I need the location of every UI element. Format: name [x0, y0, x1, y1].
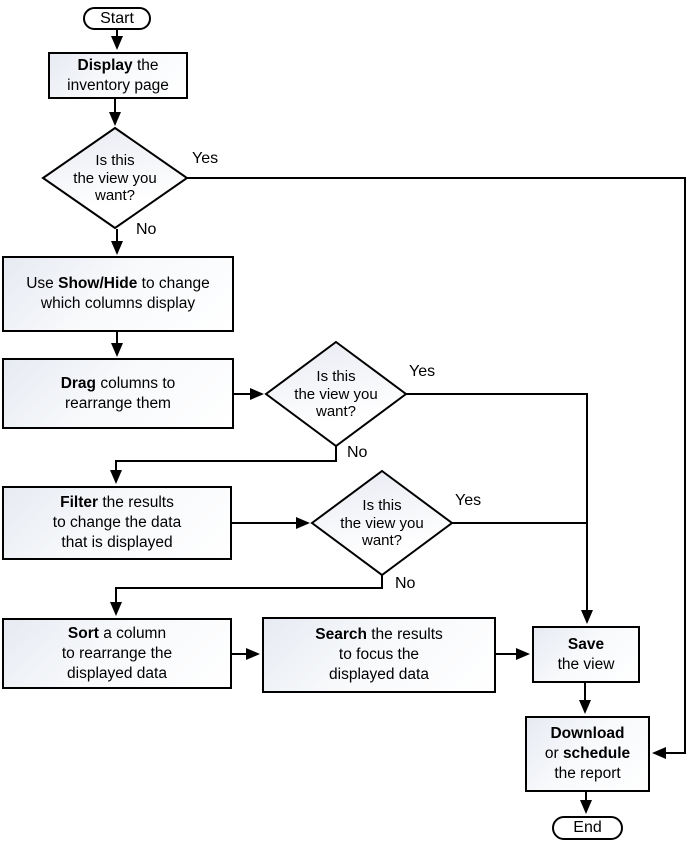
download-step-box: Download or schedule the report — [525, 716, 650, 792]
show-hide-step-line2: which columns display — [40, 295, 196, 312]
start-terminator: Start — [83, 7, 151, 30]
decision2-yes-label: Yes — [409, 363, 436, 380]
decision1-no-label: No — [136, 221, 157, 238]
edge-decision2-no-to-filter — [110, 446, 337, 484]
decision3-diamond — [310, 469, 454, 577]
display-step-box: Display the inventory page — [48, 52, 188, 99]
drag-step-box: Drag columns to rearrange them — [2, 358, 234, 429]
show-hide-step-line1: Use Show/Hide to change — [26, 275, 210, 292]
edge-decision2-yes-to-save — [406, 393, 593, 624]
drag-step-line2: rearrange them — [65, 394, 171, 412]
end-terminator: End — [552, 816, 623, 840]
start-label: Start — [100, 9, 134, 27]
display-step-line1: Display the — [77, 56, 159, 74]
show-hide-step-box: Use Show/Hide to change which columns di… — [2, 256, 234, 332]
decision1-text: Is this the view you want? — [73, 152, 157, 204]
search-step-line2: to focus the — [338, 646, 420, 663]
save-step-box: Save the view — [532, 626, 640, 683]
decision2-no-label: No — [347, 444, 368, 461]
filter-step-line2: to change the data — [52, 514, 182, 531]
sort-step-box: Sort a column to rearrange the displayed… — [2, 618, 232, 689]
decision2-text: Is this the view you want? — [294, 368, 378, 420]
display-step-line2: inventory page — [67, 76, 169, 94]
save-step-line2: the view — [557, 655, 615, 673]
decision3-no-label: No — [395, 575, 416, 592]
drag-step-line1: Drag columns to — [60, 374, 176, 392]
search-step-line1: Search the results — [315, 626, 443, 643]
decision2-diamond — [264, 340, 408, 448]
end-label: End — [573, 819, 602, 836]
decision3-text: Is this the view you want? — [340, 497, 424, 549]
filter-step-line1: Filter the results — [60, 494, 174, 511]
edge-decision3-no-to-sort — [110, 575, 383, 616]
search-step-line3: displayed data — [329, 666, 429, 683]
search-step-box: Search the results to focus the displaye… — [262, 617, 496, 693]
edge-decision1-yes-to-download — [187, 177, 686, 759]
download-step-line2: or schedule — [544, 745, 631, 762]
decision1-diamond — [41, 126, 189, 230]
sort-step-line3: displayed data — [67, 664, 167, 682]
filter-step-box: Filter the results to change the data th… — [2, 486, 232, 560]
save-step-line1: Save — [567, 635, 605, 653]
filter-step-line3: that is displayed — [61, 534, 173, 551]
download-step-line3: the report — [554, 765, 621, 782]
sort-step-line2: to rearrange the — [61, 644, 173, 662]
decision1-yes-label: Yes — [192, 150, 219, 167]
sort-step-line1: Sort a column — [67, 624, 167, 642]
decision3-yes-label: Yes — [455, 492, 482, 509]
download-step-line1: Download — [550, 725, 625, 742]
